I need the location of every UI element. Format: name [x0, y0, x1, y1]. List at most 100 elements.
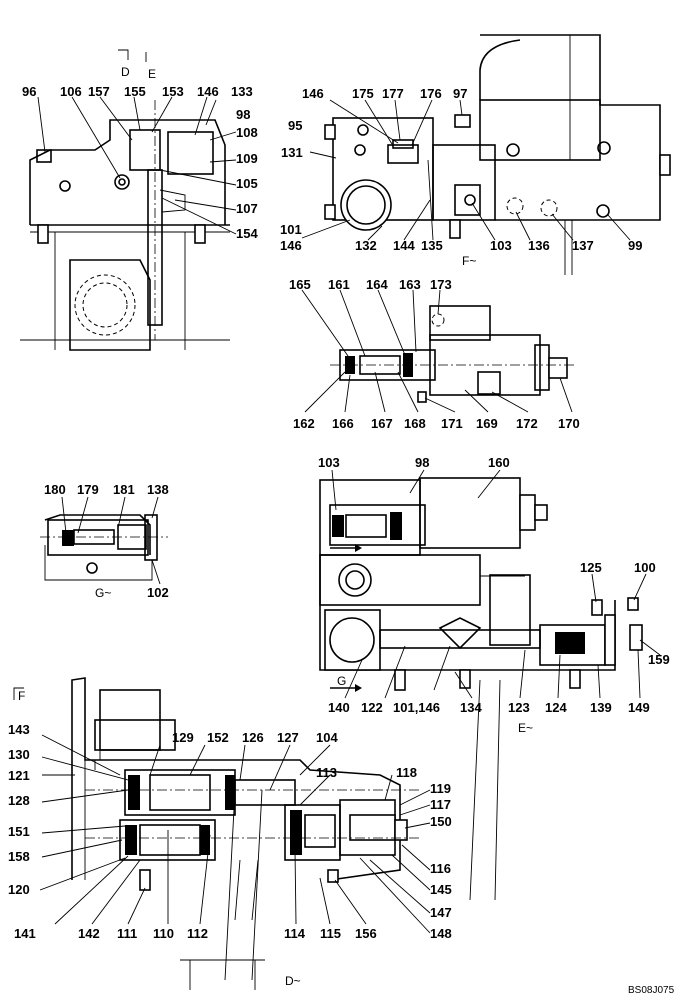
- labels: D E F~ G~ E~ F G D~ BS08J075 96 106 157 …: [8, 65, 675, 996]
- part-label: 130: [8, 747, 30, 762]
- part-label: 128: [8, 793, 30, 808]
- part-label: 132: [355, 238, 377, 253]
- part-label: 103: [318, 455, 340, 470]
- part-label: 122: [361, 700, 383, 715]
- part-label: 180: [44, 482, 66, 497]
- part-label: 179: [77, 482, 99, 497]
- part-label: 160: [488, 455, 510, 470]
- part-label: 177: [382, 86, 404, 101]
- section-label-e: E: [148, 67, 156, 81]
- section-label-d-view: D~: [285, 974, 301, 988]
- part-label: 159: [648, 652, 670, 667]
- part-label: 127: [277, 730, 299, 745]
- part-label: 166: [332, 416, 354, 431]
- drawing-id: BS08J075: [628, 985, 675, 996]
- part-label: 170: [558, 416, 580, 431]
- part-label: 124: [545, 700, 567, 715]
- part-label: 164: [366, 277, 388, 292]
- section-label-d: D: [121, 65, 130, 79]
- part-label: 110: [153, 926, 174, 941]
- part-label: 119: [430, 781, 451, 796]
- part-label: 99: [628, 238, 642, 253]
- part-label: 139: [590, 700, 612, 715]
- part-label: 108: [236, 125, 258, 140]
- part-label: 167: [371, 416, 393, 431]
- part-label: 123: [508, 700, 530, 715]
- part-label: 107: [236, 201, 258, 216]
- part-label: 112: [187, 926, 208, 941]
- part-label: 156: [355, 926, 377, 941]
- part-label: 158: [8, 849, 30, 864]
- part-label: 161: [328, 277, 350, 292]
- part-label: 148: [430, 926, 452, 941]
- part-label: 134: [460, 700, 482, 715]
- part-label: 135: [421, 238, 443, 253]
- part-label: 97: [453, 86, 467, 101]
- part-label: 145: [430, 882, 452, 897]
- part-label: 103: [490, 238, 512, 253]
- view-5-drawing: [319, 477, 643, 901]
- part-label: 141: [14, 926, 36, 941]
- part-label: 176: [420, 86, 442, 101]
- part-label: 175: [352, 86, 374, 101]
- section-label-g-view: G~: [95, 586, 111, 600]
- part-label: 109: [236, 151, 258, 166]
- part-label: 146: [197, 84, 219, 99]
- part-label: 95: [288, 118, 302, 133]
- part-label: 116: [430, 861, 451, 876]
- leader-lines: [37, 96, 661, 934]
- part-label: 111: [117, 926, 137, 941]
- part-label: 143: [8, 722, 30, 737]
- part-label: 136: [528, 238, 550, 253]
- part-label: 172: [516, 416, 538, 431]
- part-label: 140: [328, 700, 350, 715]
- part-label: 138: [147, 482, 169, 497]
- part-label: 144: [393, 238, 415, 253]
- view-2-drawing: [324, 34, 671, 275]
- part-label: 165: [289, 277, 311, 292]
- part-label: 153: [162, 84, 184, 99]
- part-label: 118: [396, 765, 417, 780]
- part-label: 102: [147, 585, 169, 600]
- section-label-f: F: [18, 689, 25, 703]
- part-label: 155: [124, 84, 146, 99]
- part-label: 105: [236, 176, 258, 191]
- part-label: 146: [280, 238, 302, 253]
- part-label: 133: [231, 84, 253, 99]
- part-label: 104: [316, 730, 338, 745]
- section-label-e-view: E~: [518, 721, 533, 735]
- part-label: 113: [316, 765, 337, 780]
- part-label: 121: [8, 768, 30, 783]
- view-3-drawing: [330, 305, 575, 403]
- part-label: 100: [634, 560, 656, 575]
- part-label: 131: [281, 145, 303, 160]
- part-label: 150: [430, 814, 452, 829]
- part-label: 146: [302, 86, 324, 101]
- part-label: 96: [22, 84, 36, 99]
- view-4-drawing: [40, 514, 168, 581]
- part-label: 125: [580, 560, 602, 575]
- part-label: 115: [320, 926, 341, 941]
- part-label: 169: [476, 416, 498, 431]
- part-label: 147: [430, 905, 452, 920]
- part-label: 98: [236, 107, 250, 122]
- part-label: 101: [280, 222, 302, 237]
- part-label: 171: [441, 416, 463, 431]
- part-label: 129: [172, 730, 194, 745]
- part-label: 173: [430, 277, 452, 292]
- part-label: 149: [628, 700, 650, 715]
- part-label: 120: [8, 882, 30, 897]
- part-label: 101,146: [393, 700, 440, 715]
- section-label-f-view: F~: [462, 254, 476, 268]
- part-label: 162: [293, 416, 315, 431]
- part-label: 168: [404, 416, 426, 431]
- part-label: 114: [284, 926, 306, 941]
- section-label-g: G: [337, 674, 346, 688]
- part-label: 106: [60, 84, 82, 99]
- part-label: 142: [78, 926, 100, 941]
- part-label: 126: [242, 730, 264, 745]
- part-label: 98: [415, 455, 429, 470]
- part-label: 117: [430, 797, 451, 812]
- view-6-drawing: [71, 677, 420, 990]
